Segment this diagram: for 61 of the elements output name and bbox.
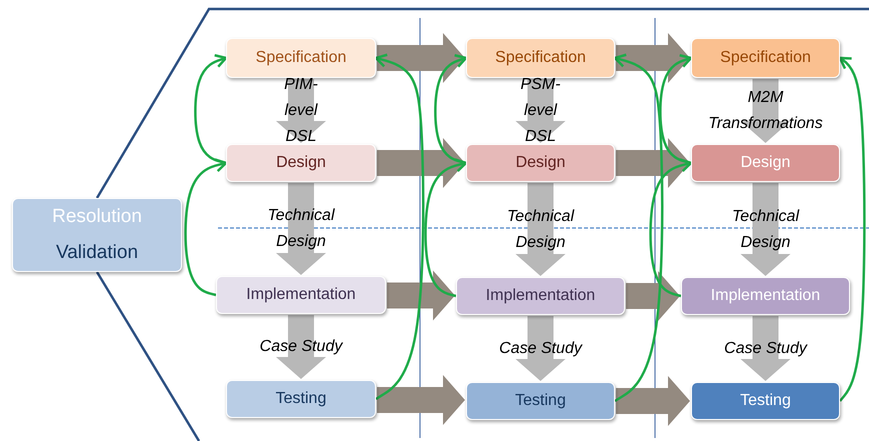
block-arrow xyxy=(377,375,465,425)
box-label: Testing xyxy=(740,392,791,410)
process-box xyxy=(691,382,840,420)
edge-label: Technical Design xyxy=(507,206,574,252)
feedback-arrow xyxy=(434,54,468,164)
process-box xyxy=(226,38,376,78)
block-arrow xyxy=(516,183,566,276)
process-box xyxy=(456,277,625,315)
phase-box xyxy=(12,198,182,272)
block-arrow xyxy=(276,79,326,143)
process-box xyxy=(466,144,615,182)
edge-label: PSM-level DSL xyxy=(520,75,560,147)
process-box xyxy=(466,38,615,78)
edge-label: Technical Design xyxy=(268,206,334,252)
feedback-arrow xyxy=(424,158,468,298)
edge-label: Case Study xyxy=(724,338,807,358)
box-label: Design xyxy=(276,154,326,172)
block-arrow xyxy=(740,316,790,381)
block-arrow xyxy=(616,376,690,426)
feedback-arrow xyxy=(194,54,228,164)
block-arrow xyxy=(387,270,455,320)
box-label: Implementation xyxy=(246,286,356,304)
box-label: Specification xyxy=(256,49,346,67)
block-arrow xyxy=(276,183,326,275)
box-label: Testing xyxy=(515,392,566,410)
block-arrow xyxy=(626,271,680,321)
box-label: Validation xyxy=(56,242,138,264)
block-arrow xyxy=(616,33,690,83)
feedback-arrow xyxy=(649,158,692,298)
edge-label: Technical Design xyxy=(732,206,799,252)
process-box xyxy=(216,276,386,314)
process-box xyxy=(226,380,376,418)
edge-label: M2M Transformations xyxy=(708,88,823,134)
block-arrow xyxy=(616,138,690,188)
feedback-arrow xyxy=(374,54,424,400)
box-label: Specification xyxy=(495,49,586,67)
box-label: Resolution xyxy=(52,206,142,228)
block-arrow xyxy=(377,33,465,83)
box-label: Specification xyxy=(720,49,811,67)
feedback-arrow xyxy=(659,54,692,164)
process-box xyxy=(466,382,615,420)
box-label: Implementation xyxy=(486,287,596,305)
process-box xyxy=(691,38,840,78)
process-box xyxy=(691,144,840,182)
edge-label: Case Study xyxy=(499,338,582,358)
edge-label: Case Study xyxy=(260,337,342,357)
block-arrow xyxy=(516,316,566,381)
feedback-arrow xyxy=(838,56,866,402)
box-label: Design xyxy=(740,154,790,172)
process-box xyxy=(681,277,850,315)
block-arrow xyxy=(740,79,790,143)
feedback-arrow xyxy=(614,54,664,402)
edge-label: PIM-level DSL xyxy=(284,75,318,147)
process-box xyxy=(226,144,376,182)
box-label: Testing xyxy=(276,390,326,408)
block-arrow xyxy=(377,138,465,188)
block-arrow xyxy=(276,315,326,379)
block-arrow xyxy=(740,183,790,276)
box-label: Implementation xyxy=(710,287,820,305)
box-label: Design xyxy=(516,154,566,172)
feedback-arrow xyxy=(184,158,228,296)
